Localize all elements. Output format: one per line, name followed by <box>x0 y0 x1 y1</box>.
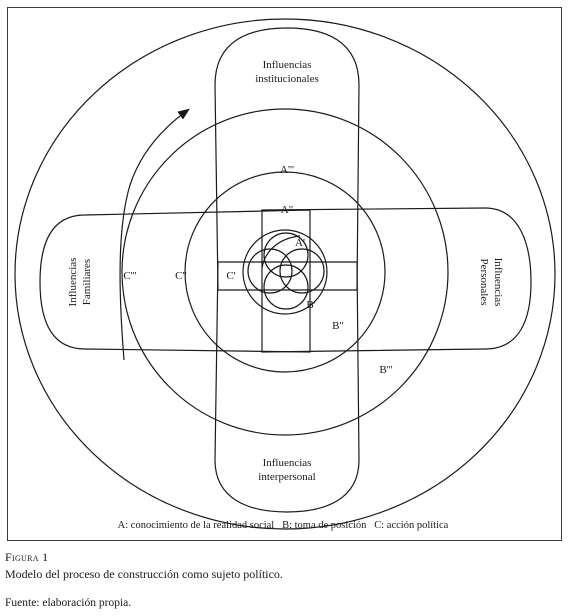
figure-frame <box>7 7 562 541</box>
lobe-right <box>261 207 532 353</box>
figure-source: Fuente: elaboración propia. <box>5 597 132 609</box>
region-c2: C" <box>175 270 187 282</box>
flower-circle-bottom <box>263 264 309 310</box>
label-left-1: Influencias <box>67 258 79 307</box>
region-c3: C''' <box>123 270 136 282</box>
circle-inner <box>242 229 328 315</box>
lobe-left <box>39 209 311 353</box>
region-b3: B''' <box>379 364 392 376</box>
region-a2: A" <box>281 204 293 216</box>
flower-circle-top <box>263 232 309 278</box>
label-left-2: Familiares <box>81 259 93 305</box>
spiral-arrow <box>119 108 190 361</box>
region-b1: B' <box>306 299 315 311</box>
region-c1: C' <box>226 270 235 282</box>
region-a1: A' <box>295 237 305 249</box>
figure-caption: Modelo del proceso de construcción como … <box>5 567 283 581</box>
label-top-2: institucionales <box>255 73 319 85</box>
region-a3: A''' <box>280 164 294 176</box>
figure-label: Figura 1 <box>5 550 49 564</box>
label-bottom-1: Influencias <box>263 457 312 469</box>
outer-ellipse <box>14 18 556 530</box>
flower-circle-right <box>279 248 325 294</box>
label-bottom-2: interpersonal <box>258 471 315 483</box>
label-right-2: Personales <box>478 258 490 305</box>
process-diagram: Influencias institucionales Influencias … <box>14 18 556 531</box>
spiral-inner <box>261 235 301 269</box>
circle-outer <box>121 108 449 436</box>
region-b2: B" <box>332 320 344 332</box>
lobe-bottom <box>214 261 360 513</box>
label-right-1: Influencias <box>492 258 504 307</box>
lobe-top <box>214 27 360 291</box>
circle-middle <box>184 171 386 373</box>
label-top-1: Influencias <box>263 59 312 71</box>
legend: A: conocimiento de la realidad social B:… <box>118 520 449 531</box>
flower-circle-left <box>247 248 293 294</box>
